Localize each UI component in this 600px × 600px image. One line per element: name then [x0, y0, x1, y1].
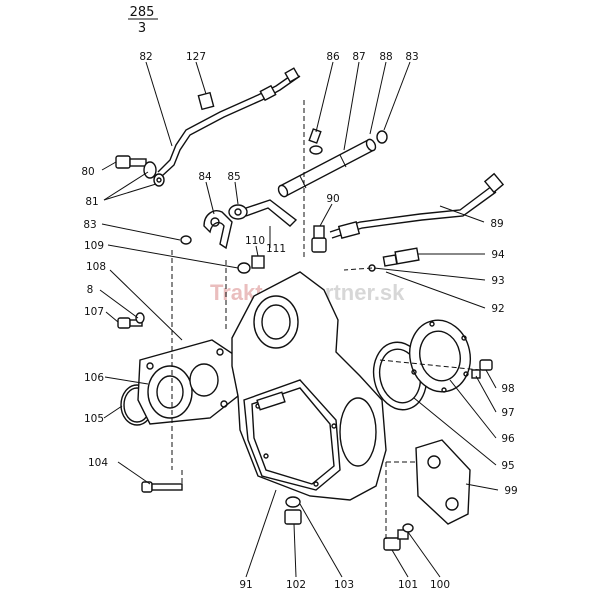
part-8-107-bolt	[117, 312, 145, 329]
label-106: 106	[84, 372, 104, 384]
part-127-sleeve	[197, 91, 215, 111]
label-88: 88	[379, 51, 392, 63]
label-95: 95	[501, 460, 514, 472]
label-92: 92	[491, 303, 504, 315]
part-85-arm	[228, 199, 298, 227]
label-85: 85	[227, 171, 240, 183]
label-86: 86	[326, 51, 340, 63]
label-93: 93	[491, 275, 504, 287]
label-104: 104	[88, 457, 108, 469]
part-89-pipe	[329, 172, 505, 239]
part-90-fitting	[311, 225, 327, 253]
label-105: 105	[84, 413, 104, 425]
leader-lines	[99, 61, 499, 578]
label-87: 87	[352, 51, 365, 63]
label-8: 8	[87, 284, 94, 296]
part-82-pipe	[157, 67, 301, 177]
label-90: 90	[326, 193, 339, 205]
label-98: 98	[501, 383, 514, 395]
label-91: 91	[239, 579, 252, 591]
page-reference-bottom: 3	[138, 21, 146, 36]
label-94: 94	[491, 249, 505, 261]
label-80: 80	[81, 166, 94, 178]
label-108: 108	[86, 261, 106, 273]
part-109-110-nut	[237, 255, 265, 274]
part-83-washer	[180, 235, 192, 245]
label-100: 100	[430, 579, 450, 591]
part-labels: 82 127 86 87 88 83 80 81 84 85 90 89 83 …	[81, 51, 517, 591]
label-81: 81	[85, 196, 98, 208]
label-97: 97	[501, 407, 514, 419]
label-101: 101	[398, 579, 418, 591]
label-110: 110	[245, 235, 265, 247]
part-86-88-shaft	[277, 128, 388, 198]
page-reference: 285 3	[128, 5, 158, 36]
label-89: 89	[490, 218, 503, 230]
label-109: 109	[84, 240, 104, 252]
label-83-left: 83	[83, 219, 96, 231]
label-99: 99	[504, 485, 517, 497]
label-102: 102	[286, 579, 306, 591]
part-99-bracket	[415, 439, 471, 525]
assembly-axes	[171, 100, 481, 540]
part-100-101-bolt	[383, 523, 414, 551]
label-82: 82	[139, 51, 152, 63]
part-106-108-cover	[137, 339, 239, 425]
label-127: 127	[186, 51, 206, 63]
label-84: 84	[198, 171, 212, 183]
page-reference-top: 285	[130, 5, 155, 20]
part-84-fork	[203, 210, 233, 250]
part-91-housing	[231, 271, 387, 501]
part-93-94-union	[368, 247, 420, 272]
label-111: 111	[266, 243, 286, 255]
label-107: 107	[84, 306, 104, 318]
label-103: 103	[334, 579, 354, 591]
part-104-bolt	[141, 481, 183, 493]
label-96: 96	[501, 433, 515, 445]
part-102-103-drain-plug	[284, 496, 302, 525]
part-80-81-banjo-bolt	[115, 155, 165, 187]
part-96-flange	[409, 319, 471, 393]
label-83-top: 83	[405, 51, 418, 63]
